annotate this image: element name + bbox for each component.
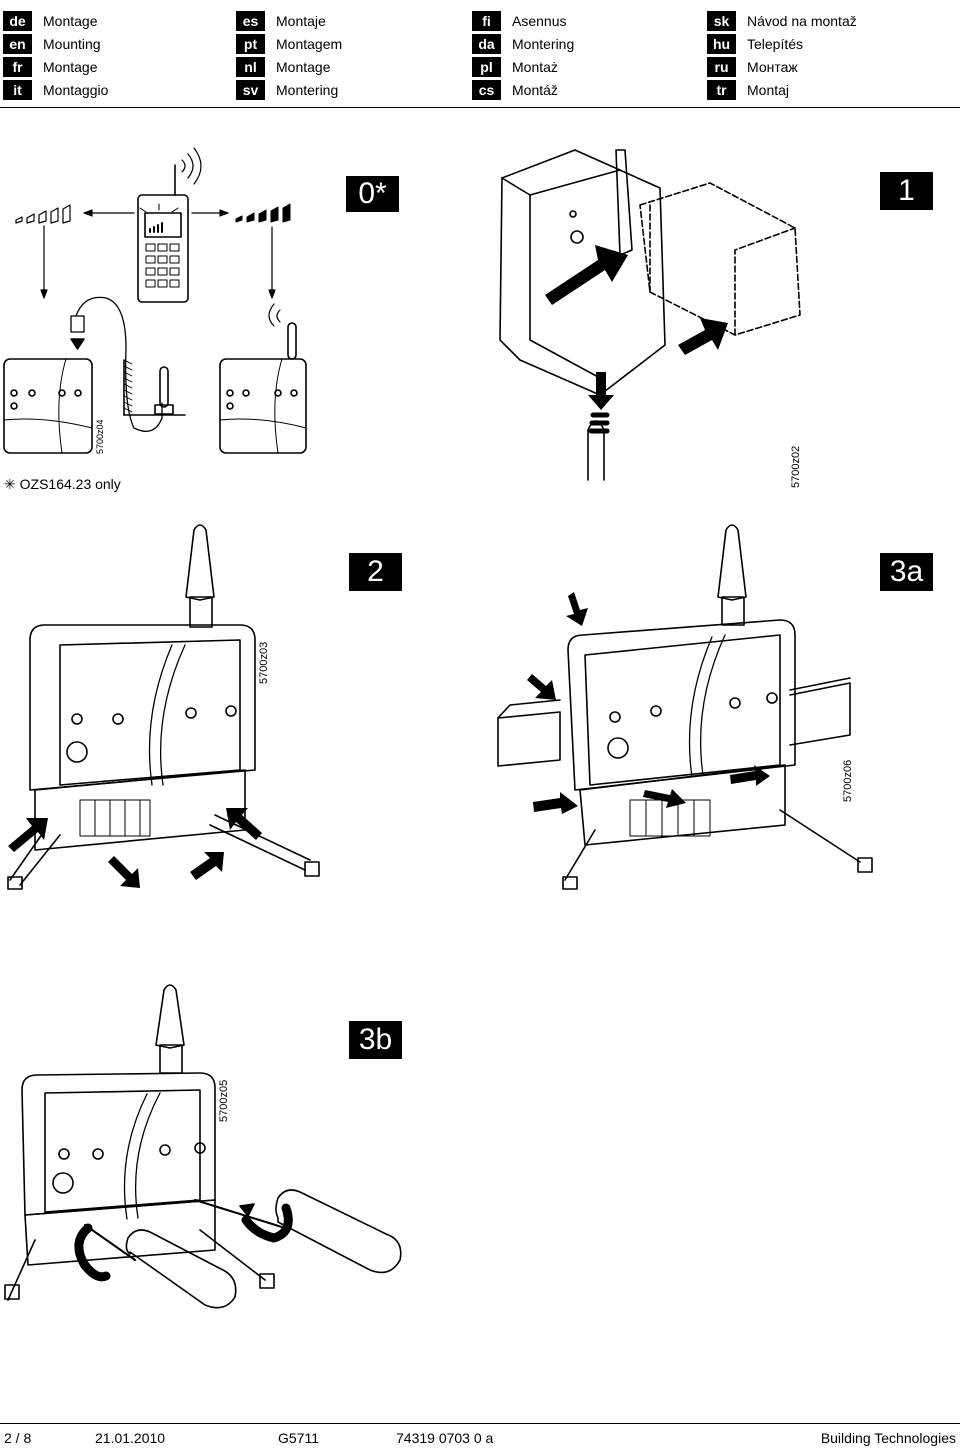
- footer-date: 21.01.2010: [95, 1430, 166, 1446]
- language-code: de: [3, 10, 32, 31]
- handheld-tester: [137, 194, 189, 303]
- language-code: hu: [707, 33, 736, 54]
- language-row: sk Návod na montaž: [707, 9, 942, 32]
- language-label: Montage: [43, 12, 98, 29]
- language-label: Telepítés: [747, 35, 804, 52]
- language-row: fi Asennus: [472, 9, 707, 32]
- language-row: es Montaje: [236, 9, 471, 32]
- language-code: pt: [236, 33, 265, 54]
- language-row: fr Montage: [3, 55, 238, 78]
- language-label: Asennus: [512, 12, 567, 29]
- language-row: pt Montagem: [236, 32, 471, 55]
- step-label-2: 2: [349, 553, 402, 591]
- figure-code: 5700z04: [95, 419, 105, 454]
- header-rule: [0, 107, 960, 108]
- language-label: Montering: [512, 35, 575, 52]
- language-row: it Montaggio: [3, 78, 238, 101]
- base-unit: [219, 358, 307, 454]
- base-unit: [3, 358, 93, 454]
- figure-code: 5700z06: [842, 759, 854, 802]
- language-label: Návod na montaž: [747, 12, 857, 29]
- page-number: 2 / 8: [4, 1430, 32, 1446]
- step-label-0: 0*: [346, 176, 399, 212]
- language-label: Montaż: [512, 58, 558, 75]
- language-label: Montage: [276, 58, 331, 75]
- step-label-1: 1: [880, 172, 933, 210]
- language-column-2: es Montaje pt Montagem nl Montage sv Monteri…: [236, 9, 471, 101]
- language-row: cs Montáž: [472, 78, 707, 101]
- language-label: Montage: [43, 58, 98, 75]
- language-code: es: [236, 10, 265, 31]
- screw-terminal-illustration: [4, 984, 402, 1309]
- language-code: sv: [236, 79, 265, 100]
- language-row: pl Montaż: [472, 55, 707, 78]
- figure-code: 5700z03: [258, 641, 270, 684]
- model-note: ✳ OZS164.23 only: [4, 476, 121, 493]
- language-code: fi: [472, 10, 501, 31]
- language-code: nl: [236, 56, 265, 77]
- weak-signal-icon: [15, 204, 71, 224]
- language-column-3: fi Asennus da Montering pl Montaż cs Montáž: [472, 9, 707, 101]
- language-label: Montaggio: [43, 81, 109, 98]
- device-housing: [29, 624, 256, 791]
- figure-code: 5700z05: [218, 1079, 230, 1122]
- language-code: it: [3, 79, 32, 100]
- footer-number: 74319 0703 0 a: [396, 1430, 494, 1446]
- footer-rule: [0, 1423, 960, 1424]
- din-rail-illustration: [497, 524, 873, 890]
- language-label: Монтаж: [747, 58, 798, 75]
- language-label: Montaje: [276, 12, 326, 29]
- language-label: Montaj: [747, 81, 790, 98]
- language-code: tr: [707, 79, 736, 100]
- cover-removal-illustration: [499, 149, 801, 481]
- asterisk-icon: ✳: [4, 476, 16, 492]
- device-housing: [21, 1072, 216, 1216]
- signal-test-illustration: [3, 147, 307, 454]
- language-row: hu Telepítés: [707, 32, 942, 55]
- language-column-4: sk Návod na montaž hu Telepítés ru Монтаж t…: [707, 9, 942, 101]
- language-label: Mounting: [43, 35, 101, 52]
- language-row: tr Montaj: [707, 78, 942, 101]
- device-housing: [499, 149, 666, 396]
- strong-signal-icon: [235, 203, 291, 223]
- language-row: da Montering: [472, 32, 707, 55]
- screwdriver: [194, 1189, 402, 1274]
- language-code: ru: [707, 56, 736, 77]
- language-label: Montáž: [512, 81, 558, 98]
- language-code: cs: [472, 79, 501, 100]
- step-label-3a: 3a: [880, 553, 933, 591]
- language-code: da: [472, 33, 501, 54]
- language-label: Montagem: [276, 35, 343, 52]
- language-row: de Montage: [3, 9, 238, 32]
- language-code: sk: [707, 10, 736, 31]
- language-row: sv Montering: [236, 78, 471, 101]
- screwdriver: [84, 1224, 237, 1309]
- device-housing: [567, 619, 796, 791]
- language-code: pl: [472, 56, 501, 77]
- figure-code: 5700z02: [790, 445, 802, 488]
- footer-document: G5711: [278, 1430, 319, 1446]
- language-row: en Mounting: [3, 32, 238, 55]
- language-row: ru Монтаж: [707, 55, 942, 78]
- language-row: nl Montage: [236, 55, 471, 78]
- terminal-cover-illustration: [7, 524, 320, 890]
- language-code: en: [3, 33, 32, 54]
- language-code: fr: [3, 56, 32, 77]
- model-note-text: OZS164.23 only: [19, 476, 121, 492]
- language-label: Montering: [276, 81, 339, 98]
- footer-company: Building Technologies: [820, 1430, 956, 1446]
- step-label-3b: 3b: [349, 1021, 402, 1059]
